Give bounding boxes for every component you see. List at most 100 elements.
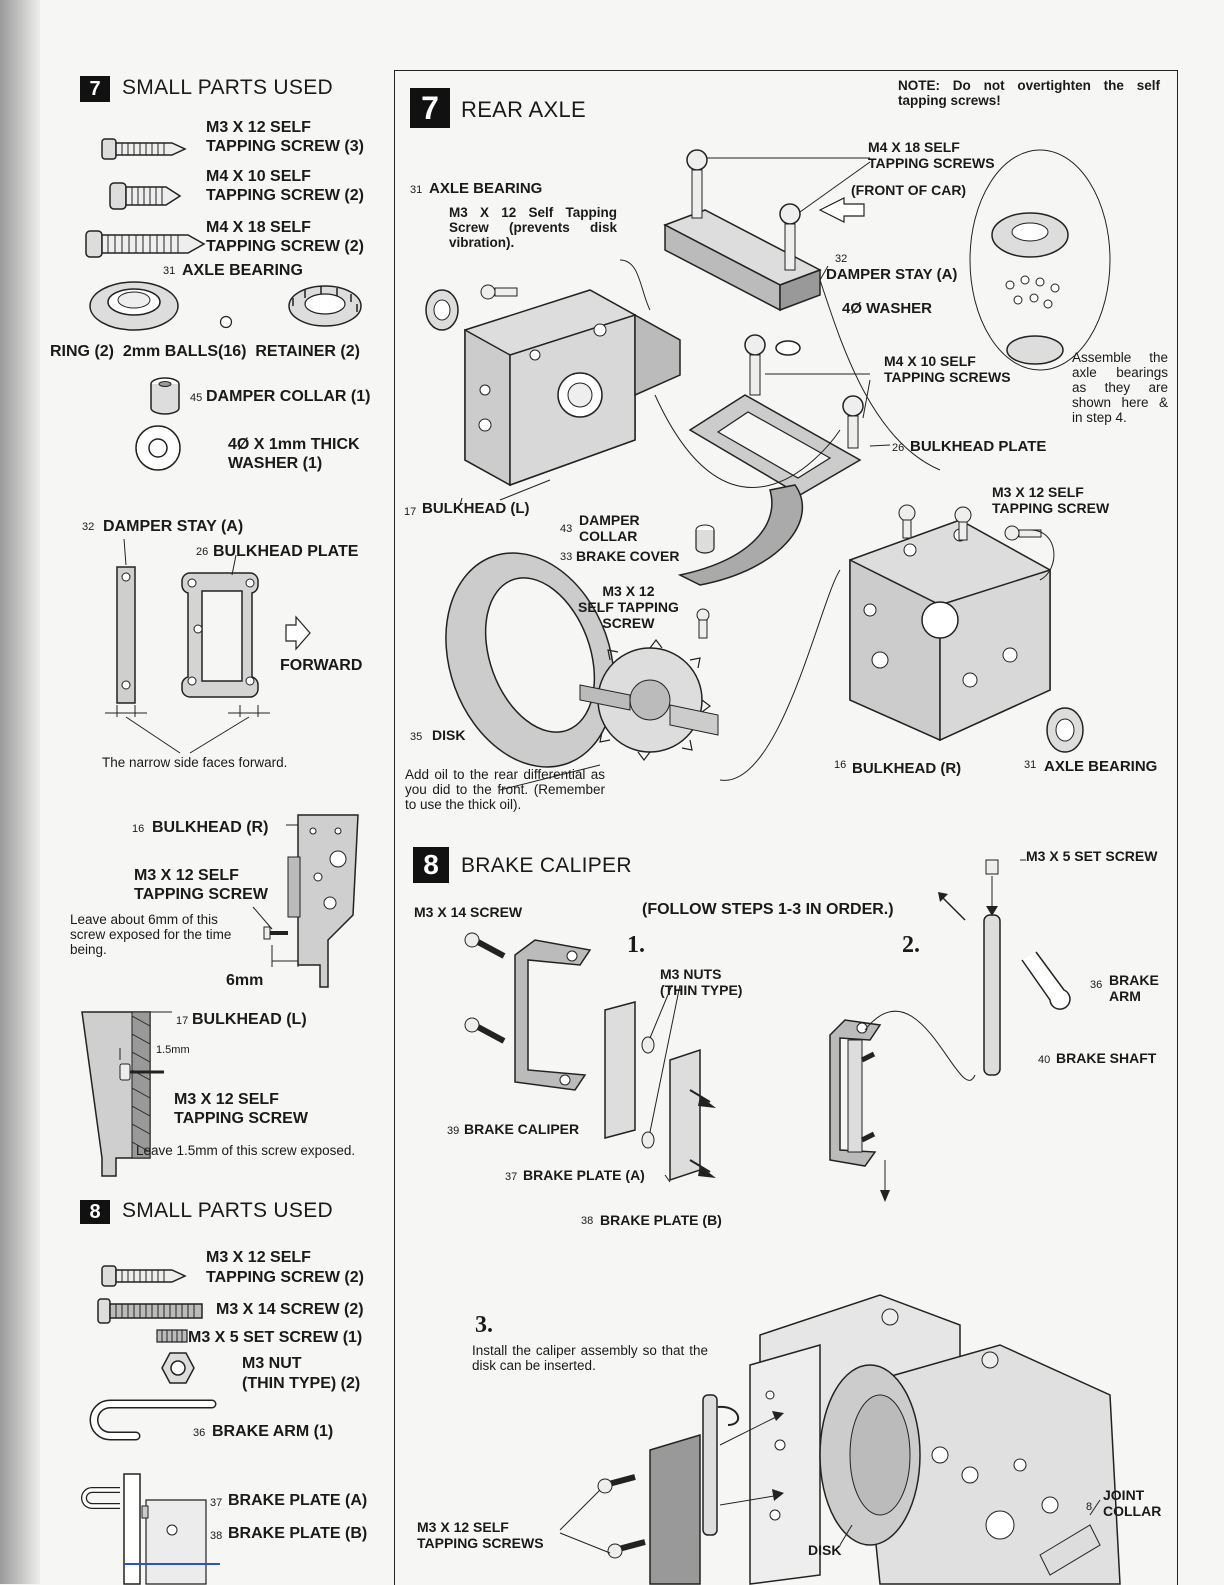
step-8-brake-caliper-badge: 8 — [413, 847, 449, 883]
m4x18-screw-icon — [84, 228, 214, 262]
washer-label: 4Ø X 1mm THICK WASHER (1) — [228, 436, 360, 472]
brake-plate-a-left-label: BRAKE PLATE (A) — [228, 1492, 368, 1509]
marker-33: 33 — [560, 551, 573, 563]
disk-step3-label: DISK — [808, 1542, 842, 1558]
one-five-mm-label: 1.5mm — [156, 1044, 190, 1056]
part-m3x12-name: M3 X 12 SELF — [206, 119, 311, 136]
marker-39: 39 — [447, 1125, 460, 1137]
marker-8: 8 — [1086, 1501, 1093, 1513]
step-three-number: 3. — [475, 1312, 493, 1338]
marker-32-rear: 32 — [835, 253, 848, 265]
m3x12-screw-icon — [100, 135, 190, 165]
marker-37-left: 37 — [210, 1497, 223, 1509]
step-8-badge: 8 — [80, 1200, 110, 1224]
marker-31-rear-right: 31 — [1024, 759, 1037, 771]
leave-6mm-note: Leave about 6mm of this screw exposed fo… — [70, 912, 232, 957]
m3x14-screw-icon — [96, 1296, 206, 1326]
page-binding-edge — [0, 0, 40, 1584]
m3-disk-vibration-note: M3 X 12 Self Tapping Screw (prevents dis… — [449, 205, 617, 250]
screw-l-label: M3 X 12 SELF TAPPING SCREW — [174, 1091, 308, 1127]
part-m3x12-qty: TAPPING SCREW (3) — [206, 138, 364, 155]
brake-caliper-label: BRAKE CALIPER — [464, 1121, 580, 1137]
brake-caliper-steps-diagram — [400, 860, 1170, 1202]
axle-bearing-left-label: AXLE BEARING — [429, 180, 543, 197]
nut-icon — [160, 1350, 196, 1386]
m3-nuts-label: M3 NUTS (THIN TYPE) — [660, 966, 743, 998]
step-two-number: 2. — [902, 932, 920, 958]
marker-26: 26 — [196, 546, 209, 558]
m4x18-screws-label: M4 X 18 SELF TAPPING SCREWS — [868, 139, 995, 171]
marker-17-rear: 17 — [404, 506, 417, 518]
step-8-small-parts-title: SMALL PARTS USED — [122, 1199, 333, 1222]
washer-rear-label: 4Ø WASHER — [842, 300, 933, 317]
brake-shaft-label: BRAKE SHAFT — [1056, 1050, 1157, 1066]
marker-43: 43 — [560, 523, 573, 535]
bulkhead-l-section-diagram — [80, 1008, 180, 1178]
nut-qty: (THIN TYPE) (2) — [242, 1375, 361, 1392]
axle-bearing-label: AXLE BEARING — [182, 262, 303, 279]
marker-35: 35 — [410, 731, 423, 743]
brake-plate-b-left-label: BRAKE PLATE (B) — [228, 1525, 368, 1542]
screw-r-label: M3 X 12 SELF TAPPING SCREW — [134, 867, 268, 903]
step-one-number: 1. — [627, 932, 645, 958]
marker-17-left: 17 — [176, 1015, 189, 1027]
marker-37-rear: 37 — [505, 1171, 518, 1183]
damper-stay-rear-label: DAMPER STAY (A) — [826, 266, 958, 283]
marker-36-rear: 36 — [1090, 979, 1103, 991]
m4x10-screws-label: M4 X 10 SELF TAPPING SCREWS — [884, 353, 1011, 385]
part-m4x18-name: M4 X 18 SELF — [206, 219, 311, 236]
narrow-side-note: The narrow side faces forward. — [102, 755, 288, 770]
install-caliper-note: Install the caliper assembly so that the… — [472, 1343, 708, 1373]
part-m4x10-qty: TAPPING SCREW (2) — [206, 187, 364, 204]
axle-bearing-right-label: AXLE BEARING — [1044, 758, 1158, 775]
damper-stay-label: DAMPER STAY (A) — [103, 518, 244, 535]
brake-arm-rear-label: BRAKE ARM — [1109, 972, 1159, 1004]
m3x14-screw-label: M3 X 14 SCREW (2) — [216, 1301, 364, 1318]
step-7-badge: 7 — [80, 76, 110, 102]
brake-plates-detail — [80, 1470, 220, 1584]
m3x12-tapping-screws-label: M3 X 12 SELF TAPPING SCREWS — [417, 1519, 544, 1551]
marker-31-rear-left: 31 — [410, 184, 423, 196]
front-of-car-label: (FRONT OF CAR) — [851, 182, 967, 198]
set-screw-top-label: M3 X 5 SET SCREW — [1026, 848, 1158, 864]
damper-collar-rear-label: DAMPER COLLAR — [579, 512, 640, 544]
brake-cover-label: BRAKE COVER — [576, 548, 680, 564]
marker-16-left: 16 — [132, 823, 145, 835]
joint-collar-label: JOINT COLLAR — [1103, 1487, 1162, 1519]
rear-axle-title: REAR AXLE — [461, 97, 586, 122]
add-oil-note: Add oil to the rear differential as you … — [405, 767, 605, 812]
damper-stay-diagram — [100, 535, 300, 785]
bulkhead-r-side-diagram — [258, 815, 368, 995]
bearing-parts-label: RING (2) 2mm BALLS(16) RETAINER (2) — [50, 343, 360, 360]
brake-plate-b-rear-label: BRAKE PLATE (B) — [600, 1212, 722, 1228]
marker-45: 45 — [190, 392, 203, 404]
brake-plate-a-rear-label: BRAKE PLATE (A) — [523, 1167, 645, 1183]
forward-label: FORWARD — [280, 657, 363, 674]
bulkhead-r-rear-label: BULKHEAD (R) — [852, 760, 962, 777]
six-mm-label: 6mm — [226, 972, 264, 989]
set-screw-icon — [156, 1328, 188, 1344]
bulkhead-r-left-label: BULKHEAD (R) — [152, 819, 269, 836]
marker-40: 40 — [1038, 1054, 1051, 1066]
brake-arm-label: BRAKE ARM (1) — [212, 1423, 334, 1440]
retainer-icon — [285, 280, 365, 330]
step8-m3x12-screw-icon — [100, 1262, 190, 1292]
washer-icon — [130, 423, 186, 473]
set-screw-label: M3 X 5 SET SCREW (1) — [188, 1329, 363, 1346]
nut-name: M3 NUT — [242, 1355, 302, 1372]
ball-icon — [218, 314, 234, 330]
step8-part-m3x12-name: M3 X 12 SELF — [206, 1249, 311, 1266]
overtighten-note: NOTE: Do not overtighten the self tappin… — [898, 78, 1160, 108]
m4x10-screw-icon — [108, 180, 198, 214]
brake-caliper-title: BRAKE CALIPER — [461, 854, 632, 877]
step-7-small-parts-title: SMALL PARTS USED — [122, 76, 333, 99]
caliper-install-diagram — [400, 1275, 1170, 1584]
bulkhead-plate-label: BULKHEAD PLATE — [213, 543, 359, 560]
damper-collar-label: DAMPER COLLAR (1) — [206, 388, 371, 405]
marker-31: 31 — [163, 265, 176, 277]
marker-26-rear: 26 — [892, 442, 905, 454]
disk-label: DISK — [432, 727, 466, 743]
instruction-panel — [394, 70, 1178, 1585]
marker-36-left: 36 — [193, 1427, 206, 1439]
bulkhead-plate-rear-label: BULKHEAD PLATE — [910, 438, 1047, 455]
